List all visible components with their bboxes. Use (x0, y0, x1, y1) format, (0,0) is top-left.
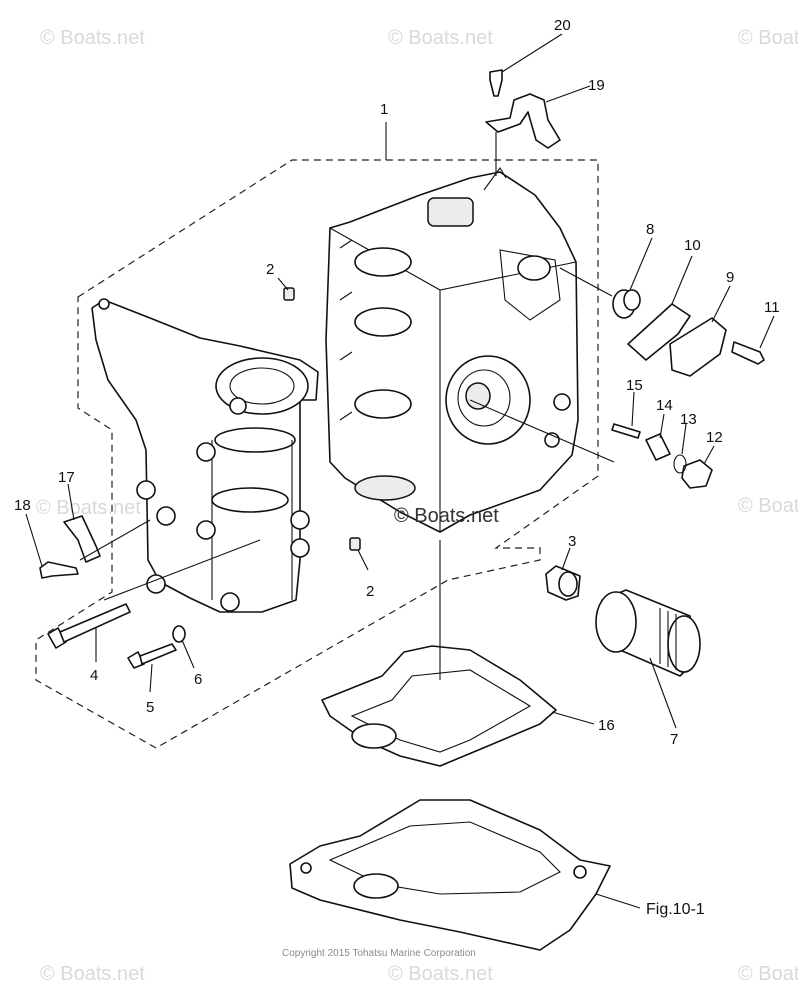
assembly-boundary (35, 159, 599, 749)
short-bolt (127, 643, 177, 669)
figure-reference[interactable]: Fig.10-1 (646, 901, 705, 918)
callout-2-upper: 2 (266, 261, 274, 278)
watermark-mid-right: © Boats.net (738, 495, 798, 517)
copyright-notice: Copyright 2015 Tohatsu Marine Corporatio… (282, 948, 476, 959)
callout-10: 10 (684, 237, 701, 254)
oil-filter (595, 589, 701, 677)
callout-4: 4 (90, 667, 98, 684)
watermark-bottom-right: © Boats.net (738, 963, 798, 985)
sleeve (645, 433, 671, 461)
bracket-bolt (39, 561, 79, 579)
watermark-top-center: © Boats.net (388, 27, 493, 49)
callout-7: 7 (670, 731, 678, 748)
clamp (485, 93, 561, 149)
callout-2-lower: 2 (366, 583, 374, 600)
thermostat-cover (669, 317, 727, 377)
clamp-bolt (489, 69, 503, 97)
callout-16: 16 (598, 717, 615, 734)
watermarks: © Boats.net © Boats.net © Boats.net © Bo… (36, 27, 798, 985)
bushing (545, 565, 581, 601)
base-gasket (321, 645, 557, 767)
callout-12: 12 (706, 429, 723, 446)
thermostat (612, 289, 641, 319)
watermark-center: © Boats.net (394, 505, 499, 527)
washer (172, 625, 186, 643)
callout-8: 8 (646, 221, 654, 238)
leader-lines (25, 33, 775, 909)
watermark-mid-left: © Boats.net (36, 497, 141, 519)
callout-18: 18 (14, 497, 31, 514)
callout-19: 19 (588, 77, 605, 94)
callout-13: 13 (680, 411, 697, 428)
callout-17: 17 (58, 469, 75, 486)
watermark-top-left: © Boats.net (40, 27, 145, 49)
long-bolt (47, 603, 131, 649)
base-plate (289, 799, 611, 951)
watermark-top-right: © Boats.net (738, 27, 798, 49)
crankcase-half (91, 298, 319, 613)
dowel-pin-upper (283, 287, 295, 301)
callout-20: 20 (554, 17, 571, 34)
cylinder-block (325, 167, 579, 533)
callout-3: 3 (568, 533, 576, 550)
thermostat-gasket (627, 303, 691, 361)
watermark-bottom-left: © Boats.net (40, 963, 145, 985)
callouts: 1 2 2 3 4 5 6 7 8 9 10 11 12 13 14 15 16… (14, 17, 780, 918)
callout-5: 5 (146, 699, 154, 716)
callout-14: 14 (656, 397, 673, 414)
cover-bolt (731, 341, 765, 365)
pin (611, 423, 641, 439)
watermark-bottom-center: © Boats.net (388, 963, 493, 985)
bracket (63, 515, 101, 563)
callout-11: 11 (764, 299, 780, 316)
dowel-pin-lower (349, 537, 361, 551)
callout-9: 9 (726, 269, 734, 286)
callout-1: 1 (380, 101, 388, 118)
drain-plug (681, 459, 713, 489)
callout-15: 15 (626, 377, 643, 394)
o-ring (673, 454, 687, 474)
callout-6: 6 (194, 671, 202, 688)
